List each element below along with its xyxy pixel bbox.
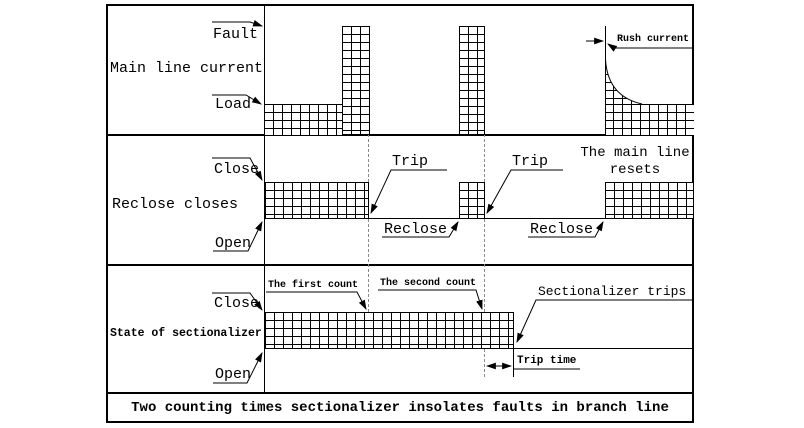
trip1-label: Trip: [392, 153, 429, 170]
sectionalizer-close-level-label: Close: [214, 295, 260, 312]
sectionalizer-open-baseline: [265, 348, 694, 349]
rush-current-tail-block: [605, 104, 694, 135]
recloser-open-baseline: [265, 218, 694, 219]
trip2-guide-dashed-line: [484, 134, 485, 377]
recloser-open-level-label: Open: [215, 235, 252, 252]
sectionalizer-open-level-label: Open: [215, 366, 252, 383]
trip2-label: Trip: [512, 153, 549, 170]
load-level-label: Load: [215, 96, 252, 113]
recloser-row-label: Reclose closes: [112, 196, 239, 213]
first-count-label: The first count: [268, 280, 359, 291]
divider-current-recloser: [106, 134, 694, 136]
fault-level-label: Fault: [213, 26, 259, 43]
recloser-closed-bar-1: [265, 182, 369, 219]
time-axis-line: [264, 4, 265, 393]
fault-spike-1: [342, 26, 370, 135]
trip-time-extension-line: [513, 349, 514, 377]
figure-caption: Two counting times sectionalizer insolat…: [131, 400, 669, 416]
sectionalizer-trips-label: Sectionalizer trips: [538, 284, 687, 299]
rush-current-label: Rush current: [617, 34, 690, 45]
sectionalizer-row-label: State of sectionalizer: [110, 327, 262, 340]
divider-recloser-sectionalizer: [106, 264, 694, 266]
reclose1-label: Reclose: [384, 221, 448, 238]
reclose2-label: Reclose: [530, 221, 594, 238]
main-line-resets-line1: The main line: [580, 145, 690, 161]
second-count-label: The second count: [380, 278, 477, 289]
recloser-closed-bar-3: [605, 182, 694, 219]
recloser-close-level-label: Close: [214, 161, 260, 178]
main-line-resets-line2: resets: [609, 162, 661, 178]
trip1-guide-dashed-line: [368, 134, 369, 312]
main-line-current-row-label: Main line current: [110, 60, 264, 77]
rush-current-decay-curve: [605, 59, 643, 105]
sectionalizer-closed-bar: [265, 312, 514, 349]
recloser-closed-bar-2: [459, 182, 485, 219]
trip-time-label: Trip time: [517, 355, 577, 367]
main-line-resets-label: The main line resets: [578, 145, 692, 179]
load-current-block: [265, 104, 343, 135]
divider-sectionalizer-caption: [106, 392, 694, 394]
fault-spike-2: [459, 26, 485, 135]
